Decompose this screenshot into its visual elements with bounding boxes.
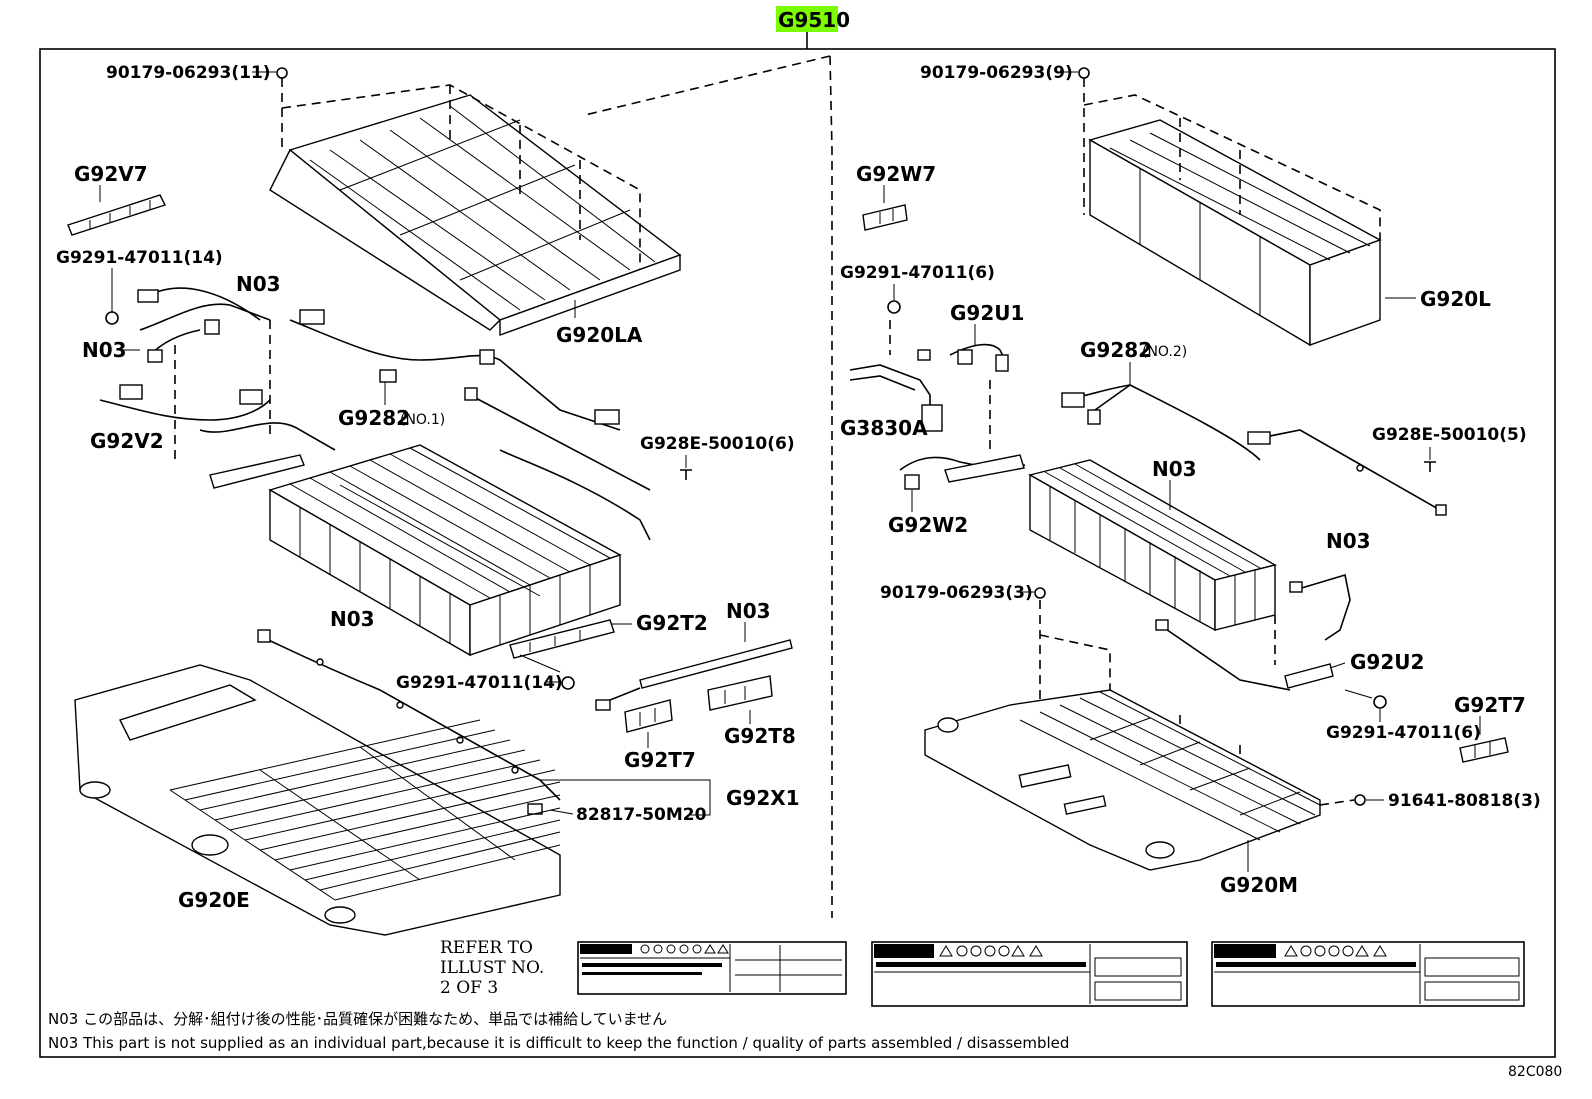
label-nut-left-top[interactable]: 90179-06293(11) xyxy=(106,63,271,83)
terminal-g92t7-left xyxy=(624,699,673,733)
wire-harness-g9282-no1 xyxy=(289,309,651,541)
label-nut-right-mid[interactable]: 90179-06293(3) xyxy=(880,583,1033,603)
label-n03-left-2[interactable]: N03 xyxy=(82,338,127,362)
label-g92v7[interactable]: G92V7 xyxy=(74,162,148,186)
bus-bar-n03 xyxy=(595,639,793,711)
clip-icon xyxy=(887,300,901,314)
screw-icon xyxy=(680,469,692,480)
label-g920la[interactable]: G920LA xyxy=(556,323,643,347)
wire-harness-g92u2 xyxy=(1155,619,1334,691)
battery-stack-n03-right xyxy=(1028,459,1277,632)
label-g9282-no2-suffix: (NO.2) xyxy=(1142,344,1187,360)
label-g92v2[interactable]: G92V2 xyxy=(90,429,164,453)
label-clip-left[interactable]: G9291-47011(14) xyxy=(56,248,223,268)
wire-n03-right xyxy=(1289,573,1351,641)
label-g92w2[interactable]: G92W2 xyxy=(888,513,968,537)
label-clip-right[interactable]: G9291-47011(6) xyxy=(840,263,995,283)
label-g9282-no1-suffix: (NO.1) xyxy=(400,412,445,428)
assembly-highlight xyxy=(776,6,838,32)
screw-icon xyxy=(1424,461,1436,472)
caution-label-3 xyxy=(1211,941,1525,1007)
label-nut-right-top[interactable]: 90179-06293(9) xyxy=(920,63,1073,83)
label-clip-right-bottom[interactable]: G9291-47011(6) xyxy=(1326,723,1481,743)
lower-tray-g920m xyxy=(924,689,1321,871)
caution-label-1 xyxy=(577,941,847,995)
wire-harness-g3830a xyxy=(849,349,943,432)
clip-icon xyxy=(561,676,575,690)
caution-label-2 xyxy=(871,941,1188,1007)
terminal-bar-g92v7 xyxy=(67,194,166,236)
label-g928e-right[interactable]: G928E-50010(5) xyxy=(1372,425,1527,445)
label-n03-right-stack[interactable]: N03 xyxy=(1152,457,1197,481)
label-n03-left-bar[interactable]: N03 xyxy=(726,599,771,623)
upper-case-left xyxy=(269,94,682,336)
nut-icon xyxy=(1034,587,1046,599)
label-g9282-no2[interactable]: G9282 xyxy=(1080,338,1152,362)
label-g92t8[interactable]: G92T8 xyxy=(724,724,796,748)
wire-harness-g92x1 xyxy=(257,629,561,801)
label-n03-left-1[interactable]: N03 xyxy=(236,272,281,296)
assembly-code[interactable]: G9510 xyxy=(778,8,850,32)
label-g9282-no1[interactable]: G9282 xyxy=(338,406,410,430)
label-g920m[interactable]: G920M xyxy=(1220,873,1298,897)
upper-case-right xyxy=(1088,119,1382,347)
clip-icon xyxy=(1373,695,1387,709)
label-n03-left-stack[interactable]: N03 xyxy=(330,607,375,631)
wire-harness-g9282-no2 xyxy=(1061,384,1447,516)
bolt-icon xyxy=(1354,794,1366,806)
label-g928e-left[interactable]: G928E-50010(6) xyxy=(640,434,795,454)
nut-icon xyxy=(276,67,288,79)
label-g92t7-right[interactable]: G92T7 xyxy=(1454,693,1526,717)
terminal-g92t8 xyxy=(707,675,773,711)
wire-harness-g92w2 xyxy=(899,454,1026,490)
battery-stack-n03-left xyxy=(268,444,622,657)
label-n03-right-wire[interactable]: N03 xyxy=(1326,529,1371,553)
clip-icon xyxy=(105,311,119,325)
label-82817[interactable]: 82817-50M20 xyxy=(576,805,707,825)
wire-harness-n03-left xyxy=(137,287,271,363)
label-g92w7[interactable]: G92W7 xyxy=(856,162,936,186)
diagram-frame xyxy=(39,48,1556,1058)
label-clip-left-bottom[interactable]: G9291-47011(14) xyxy=(396,673,563,693)
nut-icon xyxy=(1078,67,1090,79)
label-g92t7-left[interactable]: G92T7 xyxy=(624,748,696,772)
note-japanese: N03 この部品は、分解･組付け後の性能･品質確保が困難なため、単品では補給して… xyxy=(48,1010,667,1028)
terminal-bar-g92t2 xyxy=(509,619,615,659)
terminal-g92w7 xyxy=(862,204,908,231)
section-divider xyxy=(829,55,833,918)
refer-line-1: REFER TO xyxy=(440,938,533,958)
label-g920l[interactable]: G920L xyxy=(1420,287,1491,311)
label-g92t2[interactable]: G92T2 xyxy=(636,611,708,635)
label-91641[interactable]: 91641-80818(3) xyxy=(1388,791,1541,811)
wire-harness-g92u1 xyxy=(949,343,1009,372)
wire-harness-g92v2 xyxy=(99,384,336,489)
refer-line-2: ILLUST NO. xyxy=(440,958,544,978)
diagram-code: 82C080 xyxy=(1508,1064,1562,1080)
lower-tray-g920e xyxy=(74,664,561,936)
terminal-g92t7-right xyxy=(1459,737,1509,763)
label-g92x1[interactable]: G92X1 xyxy=(726,786,800,810)
note-english: N03 This part is not supplied as an indi… xyxy=(48,1034,1069,1052)
label-g3830a[interactable]: G3830A xyxy=(840,416,928,440)
label-g92u1[interactable]: G92U1 xyxy=(950,301,1024,325)
label-g920e[interactable]: G920E xyxy=(178,888,250,912)
refer-line-3: 2 OF 3 xyxy=(440,978,498,998)
label-g92u2[interactable]: G92U2 xyxy=(1350,650,1424,674)
